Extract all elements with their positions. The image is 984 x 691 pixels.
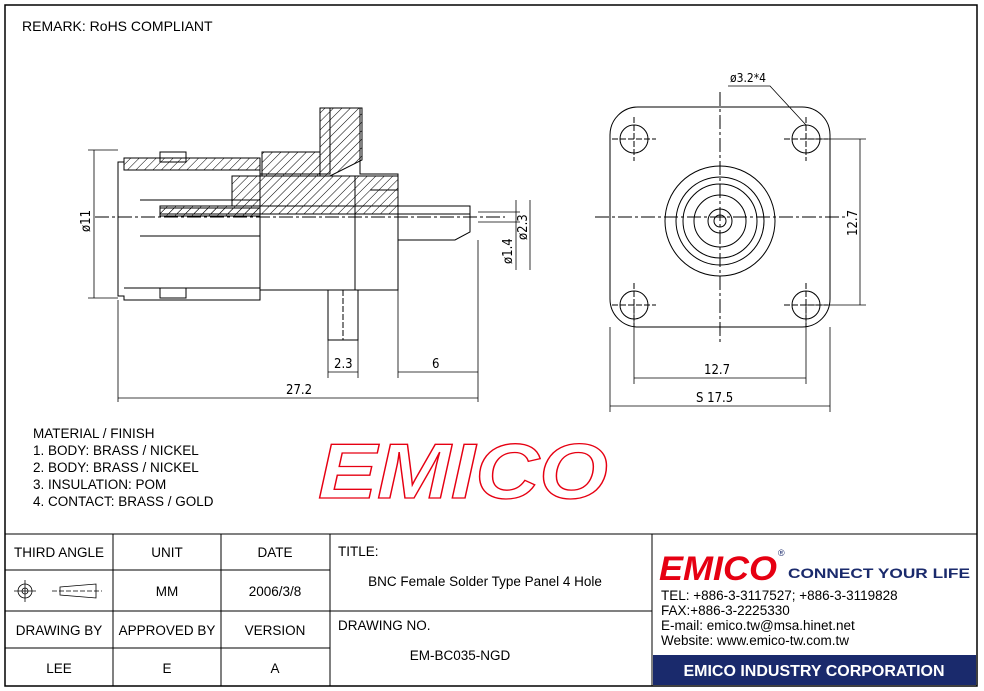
remark-text: REMARK: RoHS COMPLIANT [22,18,213,34]
approved-by-value: E [162,661,171,676]
company-website: Website: www.emico-tw.com.tw [661,633,849,648]
drawing-by-value: LEE [46,661,72,676]
title-value: BNC Female Solder Type Panel 4 Hole [368,574,602,589]
date-value: 2006/3/8 [249,584,302,599]
company-tel: TEL: +886-3-3117527; +886-3-3119828 [661,588,898,603]
unit-label: UNIT [151,545,183,560]
drawing-by-label: DRAWING BY [16,623,103,638]
company-email: E-mail: emico.tw@msa.hinet.net [661,618,855,633]
dim-pin-length: 6 [432,357,439,372]
dim-diameter-contact-large: ø2.3 [516,214,531,240]
company-banner [653,655,976,685]
title-block [5,533,977,686]
watermark-logo: EMICO [318,427,608,515]
version-label: VERSION [245,623,306,638]
dim-hole-spacing-h: 12.7 [704,363,730,378]
material-heading: MATERIAL / FINISH [33,426,155,441]
material-item: 3. INSULATION: POM [33,477,166,492]
dim-hole-callout: ø3.2*4 [730,71,766,85]
dim-hole-spacing-v: 12.7 [846,210,861,236]
third-angle-label: THIRD ANGLE [14,545,104,560]
approved-by-label: APPROVED BY [119,623,216,638]
sheet-border [4,4,978,687]
drawing-no-value: EM-BC035-NGD [410,648,511,663]
unit-value: MM [156,584,179,599]
dim-pin-width: 2.3 [334,357,353,372]
dim-flange-size: S 17.5 [696,391,733,406]
date-label: DATE [257,545,292,560]
material-item: 2. BODY: BRASS / NICKEL [33,460,199,475]
company-fax: FAX:+886-3-2225330 [661,603,790,618]
dim-diameter-body: ø11 [79,210,94,232]
title-label: TITLE: [338,544,379,559]
side-view [95,107,505,341]
company-registered-mark: ® [778,548,785,558]
third-angle-projection-icon [14,580,102,602]
company-logo: EMICO [659,550,777,588]
side-view-dimensions [88,149,531,402]
company-name: EMICO INDUSTRY CORPORATION [683,663,944,680]
material-item: 1. BODY: BRASS / NICKEL [33,443,199,458]
company-slogan: CONNECT YOUR LIFE [788,565,970,581]
front-view [595,92,848,345]
version-value: A [270,661,279,676]
front-view-dimensions [609,85,866,412]
material-item: 4. CONTACT: BRASS / GOLD [33,494,214,509]
dim-diameter-contact-small: ø1.4 [501,238,516,264]
drawing-no-label: DRAWING NO. [338,618,431,633]
dim-overall-length: 27.2 [286,383,312,398]
